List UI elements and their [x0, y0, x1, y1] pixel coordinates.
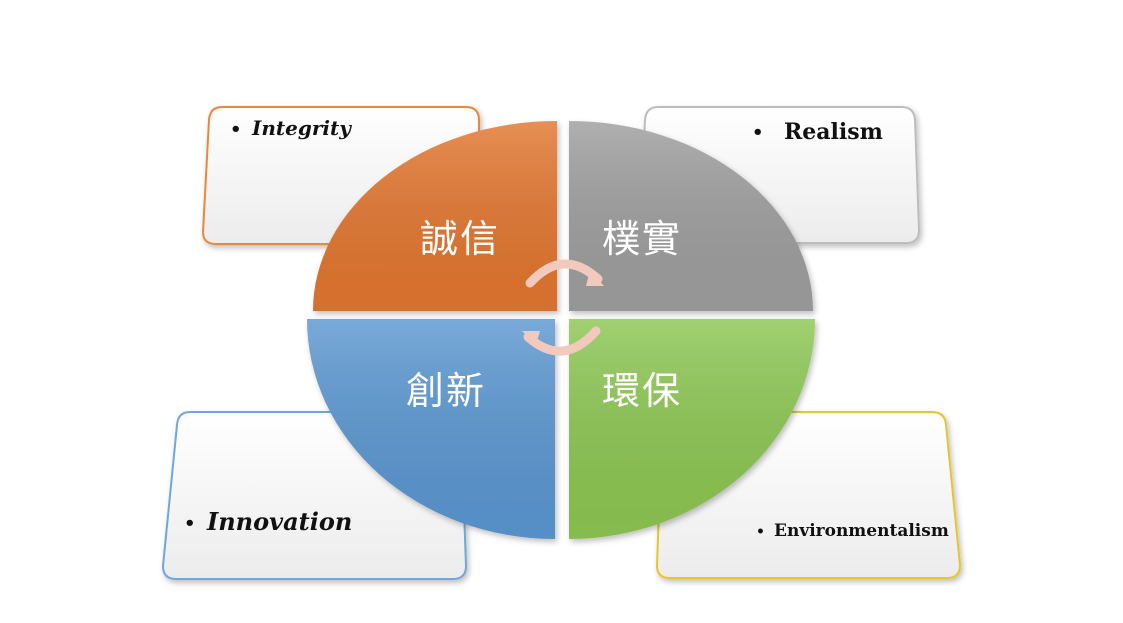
card-integrity-label: Integrity [251, 116, 352, 140]
card-innovation-label: Innovation [206, 507, 352, 536]
quadrant-environmentalism-label: 環保 [602, 369, 682, 413]
quadrant-realism-label: 樸實 [602, 217, 682, 261]
quadrant-realism: 樸實 [569, 121, 813, 311]
quadrant-integrity-label: 誠信 [420, 217, 500, 261]
quadrant-innovation-label: 創新 [406, 369, 486, 413]
card-environmentalism-bullet: • [756, 524, 765, 540]
cycle-arrow-bottom-head [522, 331, 540, 345]
cycle-arrow-top-head [586, 270, 604, 286]
quadrant-environmentalism: 環保 [569, 319, 815, 539]
circular-arrow-icon [522, 259, 604, 356]
card-environmentalism-label: Environmentalism [774, 521, 949, 541]
card-realism-bullet: • [752, 122, 764, 143]
card-realism-label: Realism [784, 119, 883, 145]
quadrant-integrity: 誠信 [313, 121, 557, 311]
card-innovation-bullet: • [184, 513, 196, 534]
card-integrity-bullet: • [230, 119, 242, 140]
quadrant-innovation: 創新 [307, 319, 555, 539]
